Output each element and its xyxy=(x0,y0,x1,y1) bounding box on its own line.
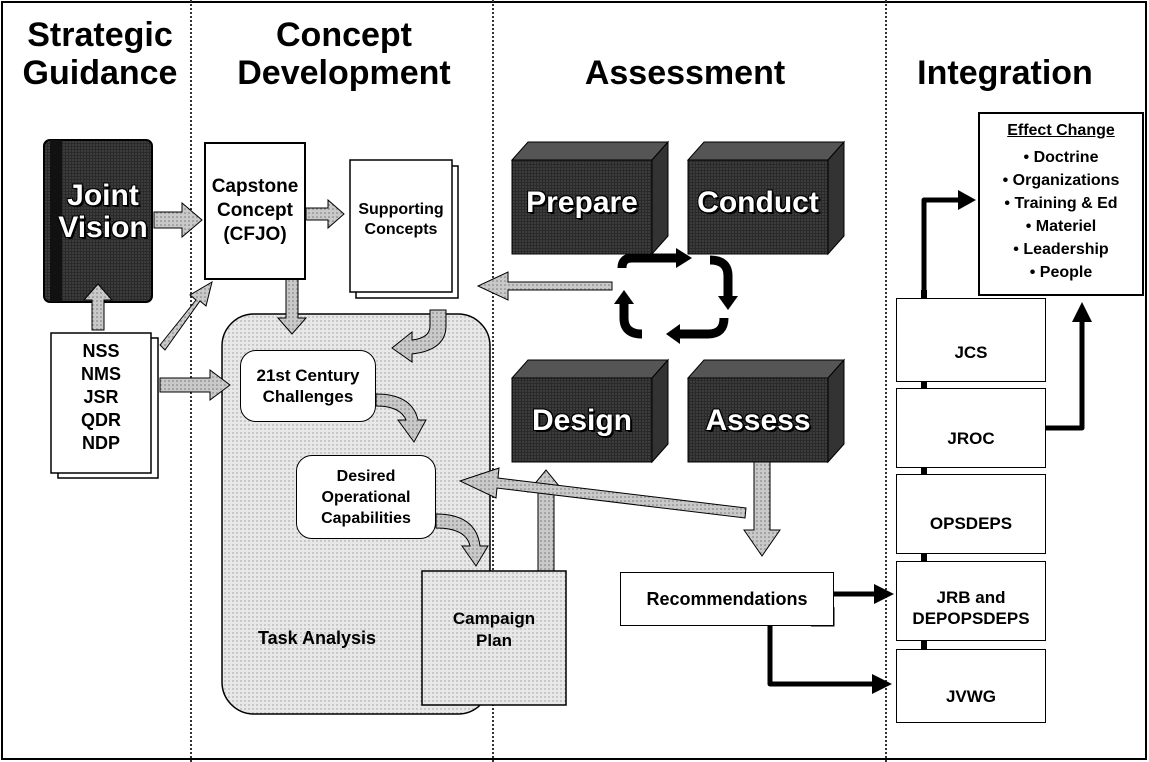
assess-label: Assess xyxy=(705,404,811,437)
header-strategic-guidance: Strategic Guidance xyxy=(22,16,178,92)
conduct-label: Conduct xyxy=(697,186,819,219)
opsdeps-box: OPSDEPS xyxy=(896,474,1046,554)
jcs-box: JCS xyxy=(896,298,1046,382)
guidance-docs-list: NSS NMS JSR QDR NDP xyxy=(81,341,121,453)
divider-2 xyxy=(492,0,494,762)
header-assessment: Assessment xyxy=(584,54,786,92)
cube-conduct xyxy=(686,140,846,256)
effect-change-item: • People xyxy=(1029,264,1093,281)
joint-vision-label: Joint Vision xyxy=(58,179,148,244)
task-analysis-label: Task Analysis xyxy=(258,628,377,648)
header-concept-development: Concept Development xyxy=(237,16,451,92)
effect-change-item: • Leadership xyxy=(1013,241,1109,258)
cycle-arrows xyxy=(617,253,733,339)
campaign-plan-shape xyxy=(421,570,567,706)
effect-change-box: Effect Change • Doctrine • Organizations… xyxy=(978,112,1144,296)
header-integration: Integration xyxy=(917,54,1093,92)
jvwg-box: JVWG xyxy=(896,649,1046,723)
21st-century-challenges-box: 21st Century Challenges xyxy=(240,350,376,422)
desired-operational-capabilities-box: Desired Operational Capabilities xyxy=(296,455,436,539)
cube-assess xyxy=(686,358,846,464)
campaign-plan-label: Campaign Plan xyxy=(452,609,536,650)
prepare-label: Prepare xyxy=(526,186,638,219)
effect-change-item: • Materiel xyxy=(1025,218,1097,235)
divider-3 xyxy=(885,0,887,762)
effect-change-title: Effect Change xyxy=(1007,122,1115,139)
jrb-depopsdeps-box: JRB and DEPOPSDEPS xyxy=(896,561,1046,641)
cube-design xyxy=(510,358,670,464)
effect-change-item: • Training & Ed xyxy=(1004,195,1118,212)
effect-change-item: • Doctrine xyxy=(1023,149,1099,166)
jroc-box: JROC xyxy=(896,388,1046,468)
recommendations-box: Recommendations xyxy=(620,572,834,626)
capstone-concept-box: Capstone Concept (CFJO) xyxy=(204,142,306,280)
supporting-concepts-label: Supporting Concepts xyxy=(358,201,444,238)
cube-prepare xyxy=(510,140,670,256)
design-label: Design xyxy=(531,404,633,437)
effect-change-item: • Organizations xyxy=(1002,172,1120,189)
